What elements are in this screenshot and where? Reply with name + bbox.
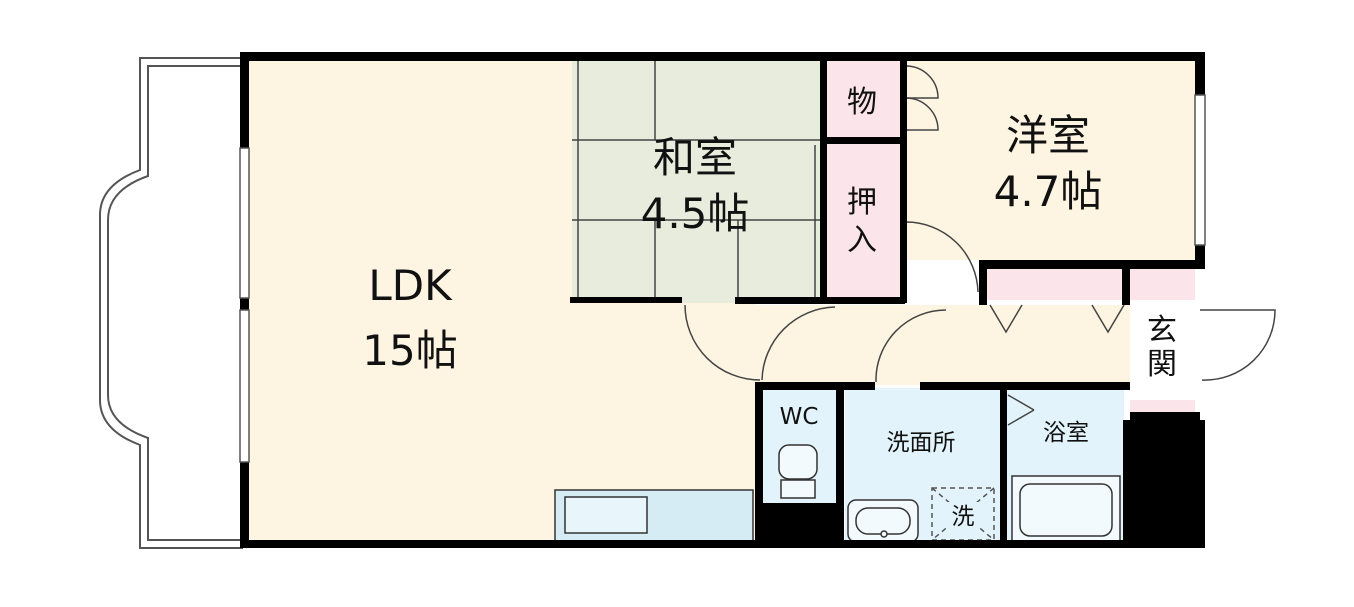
washer-label: 洗 [952,504,975,530]
genkan-label-1: 玄 [1147,313,1177,348]
bathtub-icon [1011,475,1121,543]
tatami-lines [572,60,822,303]
closet-strip [985,268,1125,300]
genkan-label-2: 関 [1147,347,1177,382]
door-swings [684,65,1276,426]
oshiire-label-2: 入 [847,223,877,258]
closet-door-marks [989,304,1125,334]
kitchen-counter [554,489,754,544]
ldk-size: 15帖 [362,326,457,375]
genkan-step [1130,300,1195,400]
washbasin-icon [847,499,919,543]
youshitsu-floor [904,60,1199,260]
wc-label: WC [780,404,819,430]
hallway-floor [756,305,1136,385]
ldk-name: LDK [368,261,453,310]
washitsu-name: 和室 [653,133,737,182]
washitsu-floor [572,60,822,303]
toilet-icon [778,444,818,499]
balcony [99,57,243,549]
youshitsu-name: 洋室 [1006,111,1090,160]
walls [240,52,1205,548]
youshitsu-size: 4.7帖 [994,167,1103,216]
senmenjo-label: 洗面所 [887,430,956,456]
yokushitsu-label: 浴室 [1043,420,1089,446]
mono-floor [822,60,904,138]
windows [239,94,1206,463]
oshiire-floor [822,143,904,298]
oshiire-label-1: 押 [847,185,877,220]
washitsu-size: 4.5帖 [641,189,750,238]
mono-label: 物 [847,85,877,120]
